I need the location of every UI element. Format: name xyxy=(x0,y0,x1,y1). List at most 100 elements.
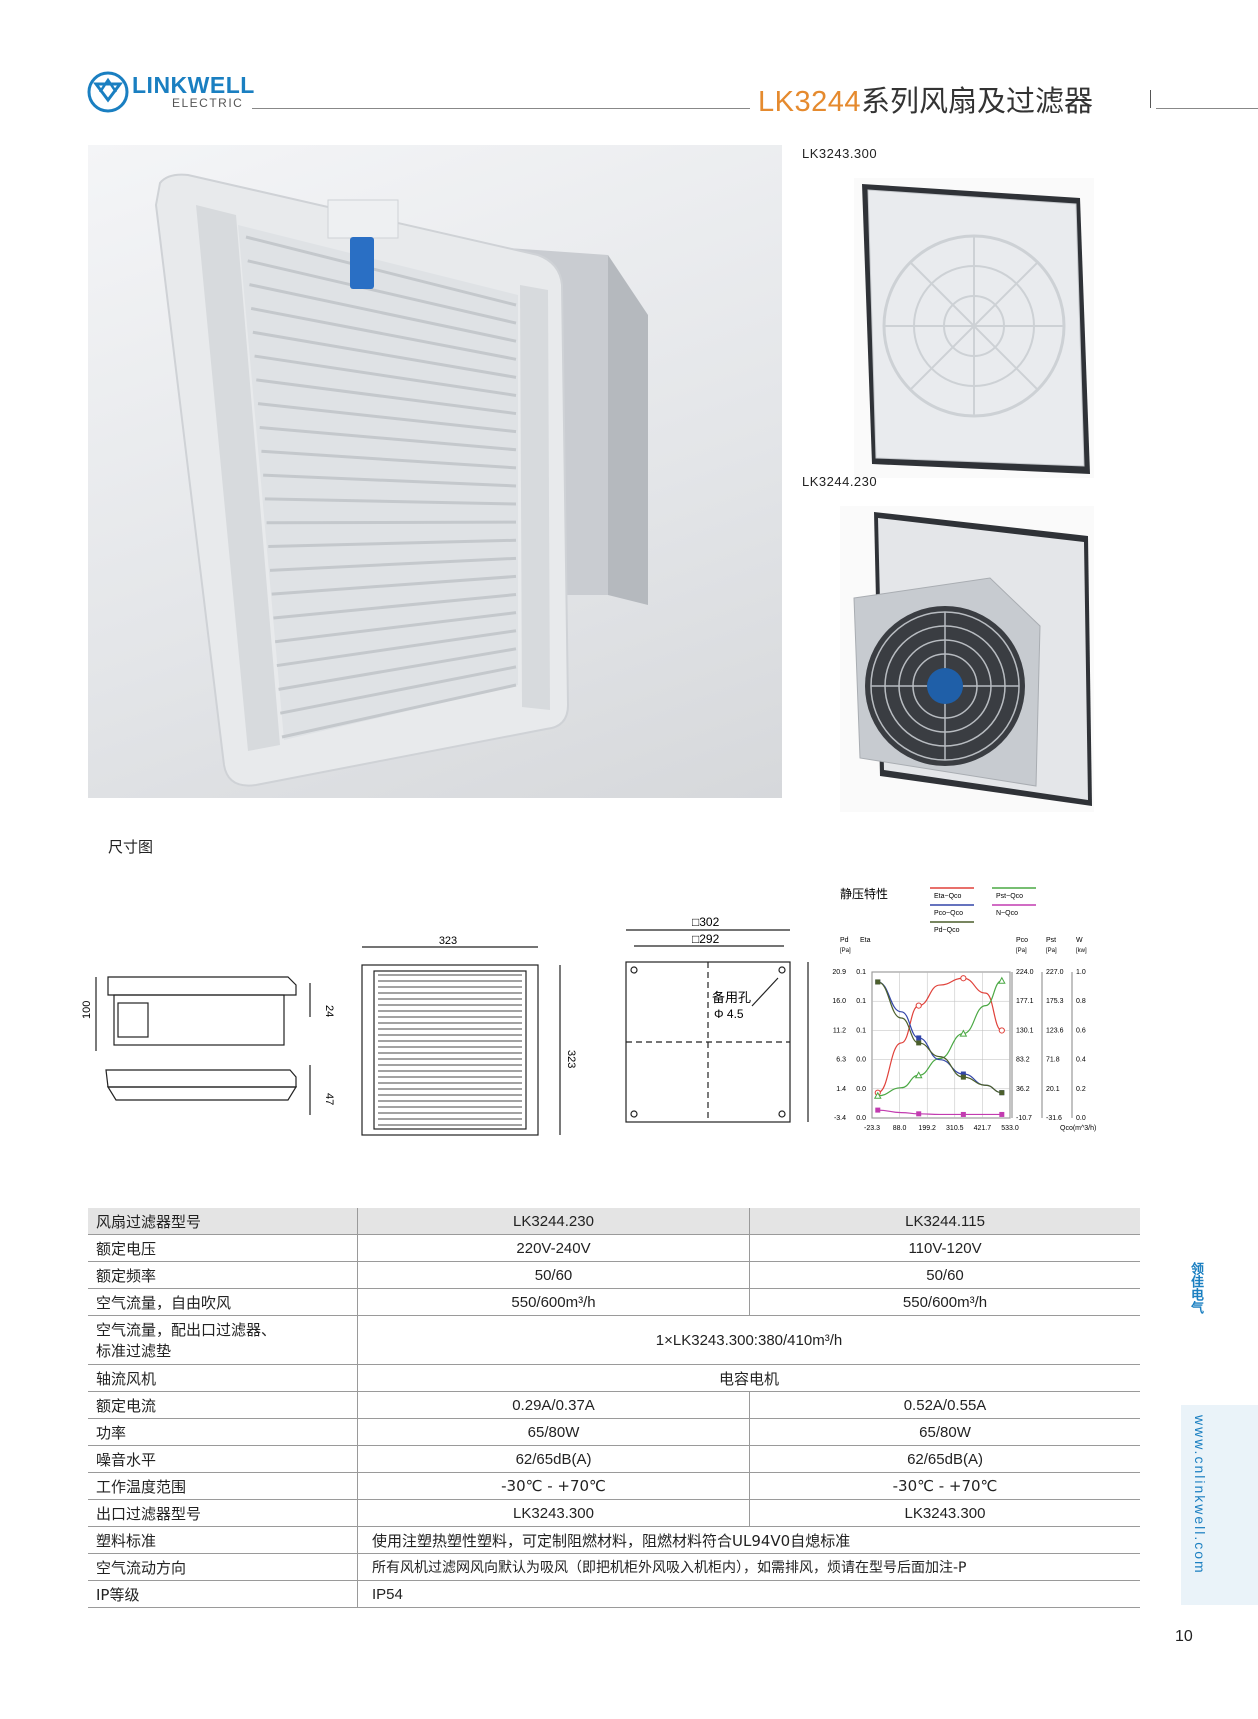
header-tick xyxy=(1150,90,1151,108)
louver-slat xyxy=(247,259,517,325)
dim-depth-24: 24 xyxy=(323,1005,335,1017)
axis-name: Pd xyxy=(840,937,849,944)
y-tick-label: 1.4 xyxy=(836,1086,846,1093)
hole-diameter: Φ 4.5 xyxy=(714,1007,744,1021)
fan-rear-illustration xyxy=(853,512,1092,806)
y-tick-label: 83.2 xyxy=(1016,1057,1030,1064)
louver-slat xyxy=(261,449,517,470)
y-tick-label: 71.8 xyxy=(1046,1057,1060,1064)
side-view-drawing: 100 24 47 xyxy=(81,976,335,1115)
row-value: 62/65dB(A) xyxy=(356,1445,750,1473)
row-label: 塑料标准 xyxy=(88,1526,358,1554)
row-value: 65/80W xyxy=(356,1418,750,1446)
series-point xyxy=(875,979,881,985)
louver-slat xyxy=(281,683,517,739)
louver-slat xyxy=(250,306,517,361)
row-value: 220V-240V xyxy=(356,1234,750,1262)
series-point xyxy=(915,1002,922,1009)
table-row: 工作温度范围-30℃ - +70℃-30℃ - +70℃ xyxy=(88,1472,1140,1500)
x-tick-label: -23.3 xyxy=(864,1125,880,1132)
y-tick-label: 20.9 xyxy=(832,969,846,976)
series-point xyxy=(960,1074,966,1080)
row-value: 使用注塑热塑性塑料，可定制阻燃材料，阻燃材料符合UL94V0自熄标准 xyxy=(357,1526,1140,1554)
page-title: LK3244系列风扇及过滤器 xyxy=(758,78,1093,120)
row-value: -30℃ - +70℃ xyxy=(749,1472,1140,1500)
row-label-line1: 空气流量，配出口过滤器、 xyxy=(96,1321,277,1339)
fan-rear-photo xyxy=(840,506,1094,812)
series-point xyxy=(999,1090,1005,1096)
dimension-section-label: 尺寸图 xyxy=(108,838,154,856)
louver-slat xyxy=(249,283,517,343)
y-tick-label: 20.1 xyxy=(1046,1086,1060,1093)
series-line xyxy=(877,977,1003,1094)
louver-slat xyxy=(276,629,517,668)
linkwell-logo-icon xyxy=(87,71,129,113)
y-tick-label: 0.8 xyxy=(1076,998,1086,1005)
row-value: 550/600m³/h xyxy=(356,1288,750,1316)
y-tick-label: 177.1 xyxy=(1016,998,1034,1005)
louver-slat xyxy=(271,574,517,596)
row-label: 额定频率 xyxy=(88,1261,358,1289)
series-point xyxy=(960,1111,966,1117)
row-value: 50/60 xyxy=(356,1261,750,1289)
louver-slat xyxy=(245,235,517,307)
legend-entry: Eta~Qco xyxy=(934,893,962,900)
row-label: IP等级 xyxy=(88,1580,358,1608)
side-brand-cn: 领佳电气 xyxy=(1188,1262,1203,1314)
y-tick-label: 11.2 xyxy=(833,1027,846,1034)
side-website-link[interactable]: www.cnlinkwell.com xyxy=(1192,1415,1208,1575)
row-value: 62/65dB(A) xyxy=(749,1445,1140,1473)
row-value: LK3243.300 xyxy=(356,1499,750,1527)
louver-slat xyxy=(278,647,517,691)
table-row: 轴流风机电容电机 xyxy=(88,1364,1140,1392)
outlet-filter-photo xyxy=(854,178,1094,478)
series-point xyxy=(916,1035,922,1041)
axis-name: W xyxy=(1076,937,1083,944)
louver-slat xyxy=(274,611,517,644)
row-value: 0.29A/0.37A xyxy=(356,1391,750,1419)
louver-slat xyxy=(273,593,517,620)
row-label: 功率 xyxy=(88,1418,358,1446)
y-tick-label: -3.4 xyxy=(834,1115,846,1122)
axis-unit: [Pa] xyxy=(1016,948,1027,954)
series-point xyxy=(914,1071,923,1079)
row-label: 风扇过滤器型号 xyxy=(88,1208,358,1235)
legend-entry: Pco~Qco xyxy=(934,910,963,917)
table-row: 空气流量，配出口过滤器、标准过滤垫 1×LK3243.300:380/410m³… xyxy=(88,1315,1140,1365)
series-point xyxy=(960,1071,966,1077)
dim-width-323: 323 xyxy=(439,935,457,947)
row-label: 轴流风机 xyxy=(88,1364,358,1392)
chart-series xyxy=(873,975,1006,1117)
louver-slat xyxy=(268,538,517,549)
x-tick-label: 199.2 xyxy=(918,1125,936,1132)
row-value: 65/80W xyxy=(749,1418,1140,1446)
louver-slat xyxy=(259,425,517,452)
row-label-line2: 标准过滤垫 xyxy=(96,1342,172,1360)
x-tick-label: 533.0 xyxy=(1001,1125,1019,1132)
louver-slat xyxy=(252,330,517,379)
axis-name: Pco xyxy=(1016,937,1028,944)
y-tick-label: 16.0 xyxy=(832,998,846,1005)
y-tick-label: 224.0 xyxy=(1016,969,1034,976)
dim-height-323: 323 xyxy=(565,1050,577,1068)
y-tick-label: 0.4 xyxy=(1076,1057,1086,1064)
louver-slat xyxy=(257,402,517,434)
x-axis-label: Qco(m^3/h) xyxy=(1060,1125,1096,1132)
row-label: 出口过滤器型号 xyxy=(88,1499,358,1527)
dim-inner-292: □292 xyxy=(692,932,720,946)
series-point xyxy=(916,1040,922,1046)
y-tick-label: 0.6 xyxy=(1076,1027,1086,1034)
row-value: 550/600m³/h xyxy=(749,1288,1140,1316)
cutout-drawing: □302 □292 备用孔 Φ 4.5 xyxy=(625,915,809,1123)
row-label: 额定电压 xyxy=(88,1234,358,1262)
outlet-filter-illustration xyxy=(862,184,1090,474)
fan-caption: LK3244.230 xyxy=(802,474,878,489)
